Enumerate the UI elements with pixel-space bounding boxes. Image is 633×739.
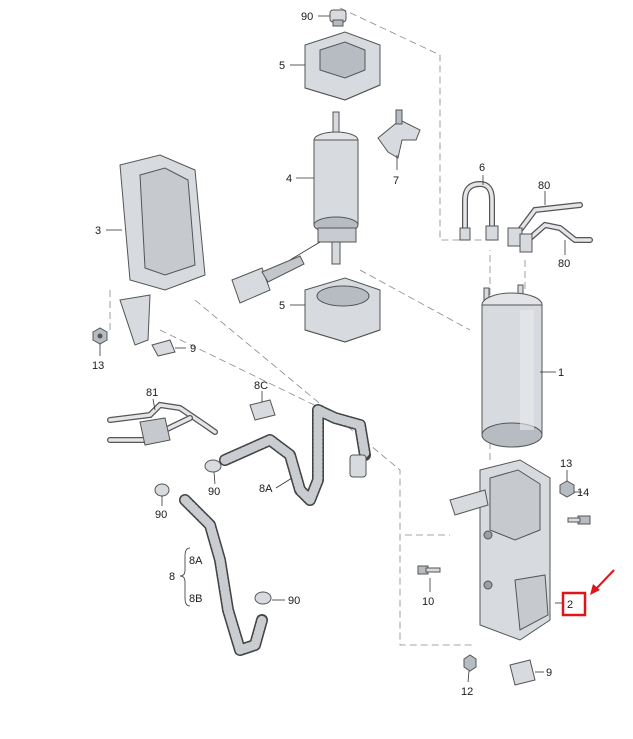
label-3: 3 bbox=[95, 225, 101, 237]
label-8c: 8C bbox=[254, 380, 268, 392]
label-8b-brace: 8B bbox=[189, 593, 202, 605]
label-90-top: 90 bbox=[301, 11, 313, 23]
label-4: 4 bbox=[286, 173, 292, 185]
label-2: 2 bbox=[567, 599, 573, 611]
label-9-left: 9 bbox=[190, 343, 196, 355]
highlight-box bbox=[561, 591, 587, 617]
highlight-callout-2[interactable]: 2 bbox=[561, 569, 615, 617]
bracket-5-top bbox=[304, 31, 381, 101]
label-90-bottom: 90 bbox=[288, 595, 300, 607]
clip-9-left bbox=[151, 339, 176, 357]
part-labels: 90 5 4 7 3 6 80 80 5 13 9 1 81 8C 90 8A … bbox=[92, 11, 589, 698]
label-13-right: 13 bbox=[560, 458, 572, 470]
clamp-90-bottom bbox=[254, 591, 272, 605]
bolt-10 bbox=[417, 565, 441, 575]
bracket-2 bbox=[449, 459, 551, 641]
label-81: 81 bbox=[146, 387, 158, 399]
pump-4 bbox=[289, 111, 359, 265]
clamp-90-left bbox=[154, 483, 170, 497]
nut-13-right bbox=[559, 480, 575, 498]
label-8a-mid: 8A bbox=[259, 483, 273, 495]
lines-80 bbox=[507, 202, 593, 253]
label-5-bottom: 5 bbox=[279, 300, 285, 312]
bracket-7 bbox=[377, 109, 421, 159]
label-90-mid: 90 bbox=[208, 486, 220, 498]
nut-13-left bbox=[92, 327, 108, 345]
holder-5-bottom bbox=[304, 277, 381, 343]
label-90-left: 90 bbox=[155, 509, 167, 521]
highlight-arrow bbox=[594, 569, 615, 591]
electrical-connector bbox=[231, 255, 305, 304]
label-13-left: 13 bbox=[92, 360, 104, 372]
clip-9-bottom bbox=[509, 659, 536, 686]
label-12: 12 bbox=[461, 686, 473, 698]
clip-90-top bbox=[329, 9, 347, 27]
pipe-6 bbox=[459, 180, 499, 241]
label-9-bottom: 9 bbox=[546, 667, 552, 679]
filter-1 bbox=[481, 284, 543, 448]
hose-8b-lower bbox=[179, 494, 268, 656]
label-80-top: 80 bbox=[538, 180, 550, 192]
label-8a-brace: 8A bbox=[189, 555, 203, 567]
label-7: 7 bbox=[393, 175, 399, 187]
label-6: 6 bbox=[479, 162, 485, 174]
label-1: 1 bbox=[558, 367, 564, 379]
nut-12 bbox=[463, 654, 477, 672]
label-5-top: 5 bbox=[279, 60, 285, 72]
label-14: 14 bbox=[577, 487, 589, 499]
pipe-assembly-81 bbox=[107, 401, 218, 446]
label-8: 8 bbox=[169, 571, 175, 583]
hose-8a-upper bbox=[219, 404, 371, 506]
clip-8c bbox=[249, 399, 276, 421]
leader-lines bbox=[99, 15, 582, 683]
clamp-90-mid bbox=[204, 459, 222, 473]
label-10: 10 bbox=[422, 596, 434, 608]
label-80-bottom: 80 bbox=[558, 258, 570, 270]
bolt-14 bbox=[567, 515, 591, 525]
highlight-arrow-head bbox=[590, 584, 600, 595]
shield-3 bbox=[119, 154, 206, 346]
